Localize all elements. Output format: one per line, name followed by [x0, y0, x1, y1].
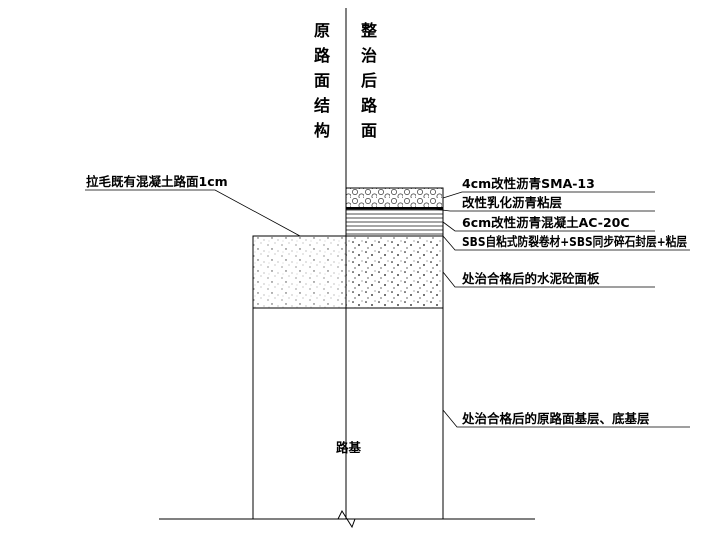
label-subgrade: 路基: [336, 440, 362, 455]
heading-char: 路: [361, 96, 378, 115]
roughened-concrete-left: [252, 235, 347, 309]
heading-char: 路: [314, 46, 331, 65]
ground-line: [159, 509, 535, 529]
label-roughened: 拉毛既有混凝土路面1cm: [86, 174, 228, 189]
label-cement-slab: 处治合格后的水泥砼面板: [461, 271, 600, 286]
base-layer: [252, 307, 444, 520]
heading-char: 原: [314, 21, 330, 40]
label-sbs: SBS自粘式防裂卷材+SBS同步碎石封层+粘层: [462, 234, 687, 249]
label-sma: 4cm改性沥青SMA-13: [462, 176, 595, 191]
label-tack-coat: 改性乳化沥青粘层: [462, 195, 563, 210]
heading-char: 整: [360, 21, 377, 40]
heading-renovated-pavement: 整 治 后 路 面: [360, 21, 378, 140]
heading-char: 结: [313, 96, 330, 115]
sma-layer: [345, 187, 444, 209]
heading-char: 构: [314, 121, 330, 140]
heading-char: 面: [314, 71, 330, 90]
label-base: 处治合格后的原路面基层、底基层: [461, 411, 650, 426]
leader-lines: [85, 189, 690, 428]
heading-char: 面: [361, 121, 377, 140]
ac20c-layer: [345, 208, 444, 237]
label-ac20c: 6cm改性沥青混凝土AC-20C: [462, 215, 630, 230]
heading-char: 后: [361, 71, 377, 90]
heading-original-structure: 原 路 面 结 构: [313, 21, 331, 140]
heading-char: 治: [361, 46, 377, 65]
cement-slab-right: [345, 235, 444, 309]
